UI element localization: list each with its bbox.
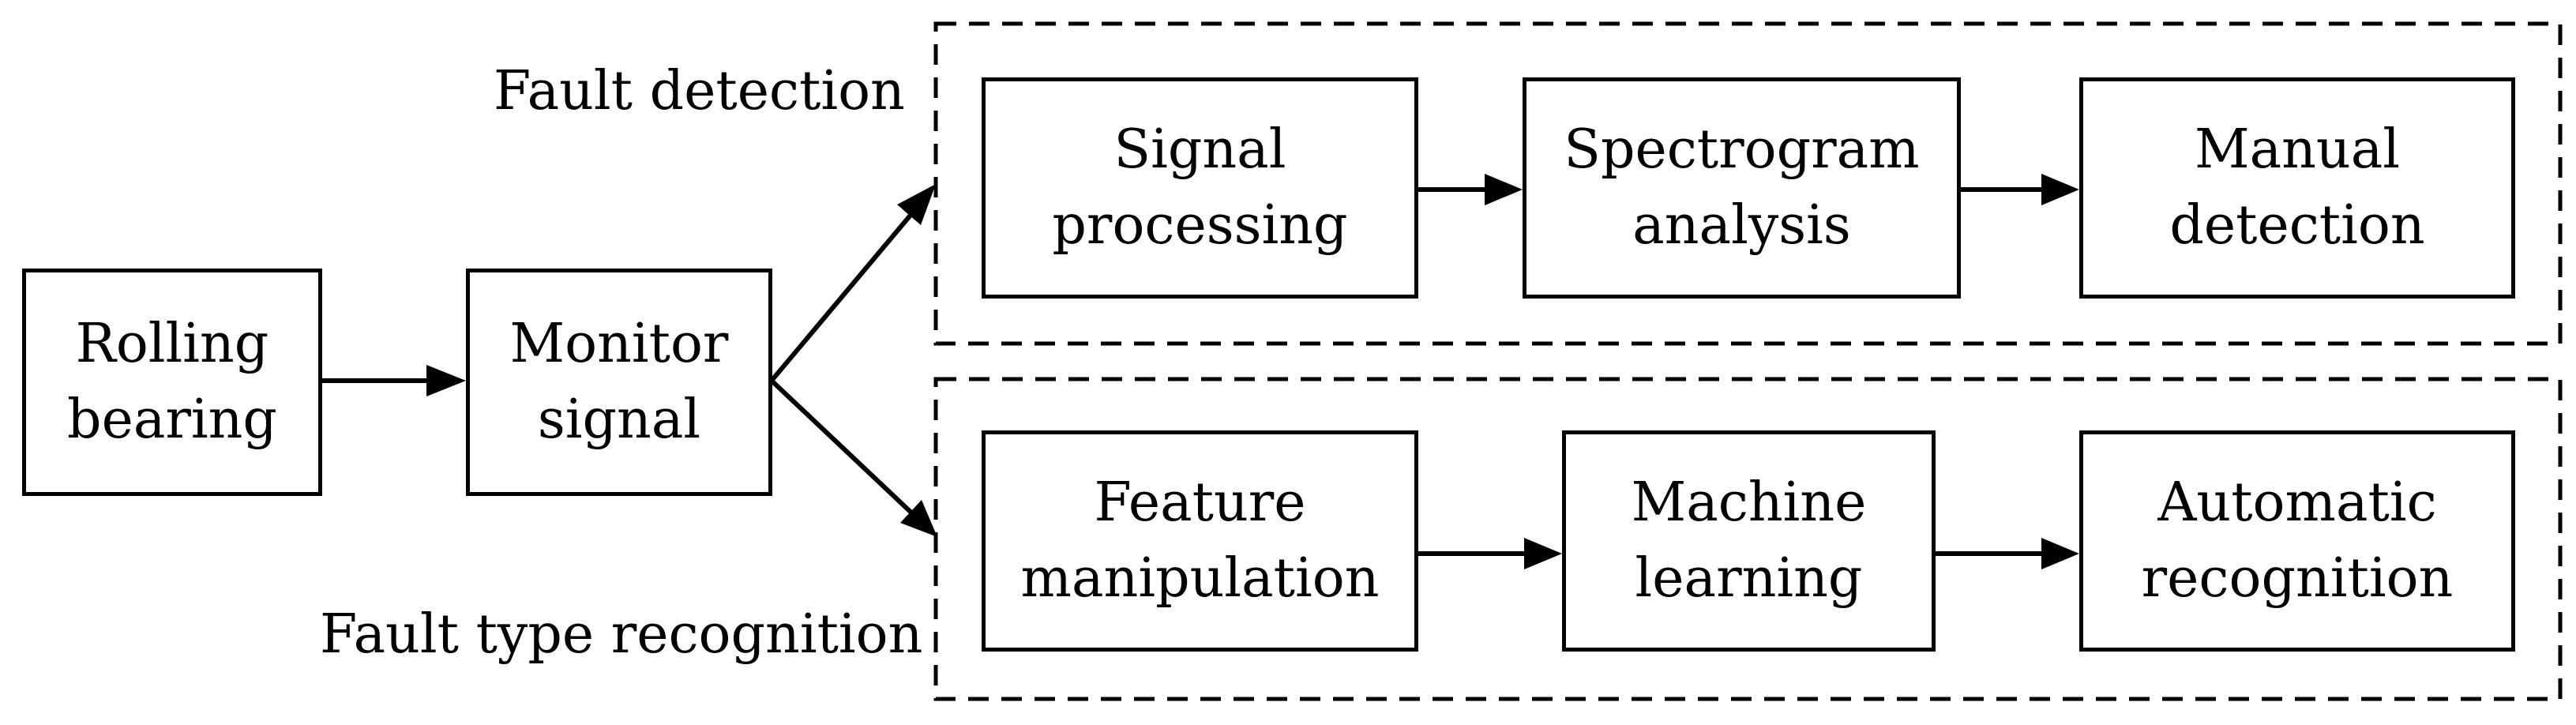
rolling-bearing-node: Rolling bearing [22, 269, 322, 496]
automatic-recognition-node: Automatic recognition [2079, 430, 2515, 652]
rolling-bearing-label: Rolling bearing [67, 313, 277, 451]
fault-type-recognition-group-box [933, 377, 2563, 701]
signal-processing-label: Signal processing [1052, 118, 1348, 257]
monitor-signal-node: Monitor signal [466, 269, 772, 496]
fault-detection-label: Fault detection [494, 60, 905, 122]
machine-learning-node: Machine learning [1562, 430, 1936, 652]
arrow-monitor-to-fault-detection [769, 184, 936, 382]
monitor-signal-label: Monitor signal [509, 313, 729, 451]
arrow-spectrogram-to-manual-detection [1960, 174, 2079, 205]
fault-detection-group-box [933, 21, 2563, 346]
automatic-recognition-label: Automatic recognition [2141, 471, 2454, 610]
signal-processing-node: Signal processing [982, 77, 1418, 299]
fault-type-recognition-label: Fault type recognition [320, 603, 923, 666]
arrow-monitor-to-fault-type-recognition [769, 378, 937, 537]
manual-detection-node: Manual detection [2079, 77, 2515, 299]
machine-learning-label: Machine learning [1631, 471, 1867, 610]
manual-detection-label: Manual detection [2169, 118, 2425, 257]
arrow-signal-processing-to-spectrogram [1418, 174, 1523, 205]
spectrogram-analysis-label: Spectrogram analysis [1564, 118, 1920, 257]
feature-manipulation-node: Feature manipulation [982, 430, 1418, 652]
arrow-feature-to-machine-learning [1418, 538, 1562, 569]
feature-manipulation-label: Feature manipulation [1020, 471, 1380, 610]
spectrogram-analysis-node: Spectrogram analysis [1523, 77, 1961, 299]
arrow-bearing-to-monitor [321, 365, 466, 396]
arrow-machine-learning-to-automatic [1935, 538, 2079, 569]
